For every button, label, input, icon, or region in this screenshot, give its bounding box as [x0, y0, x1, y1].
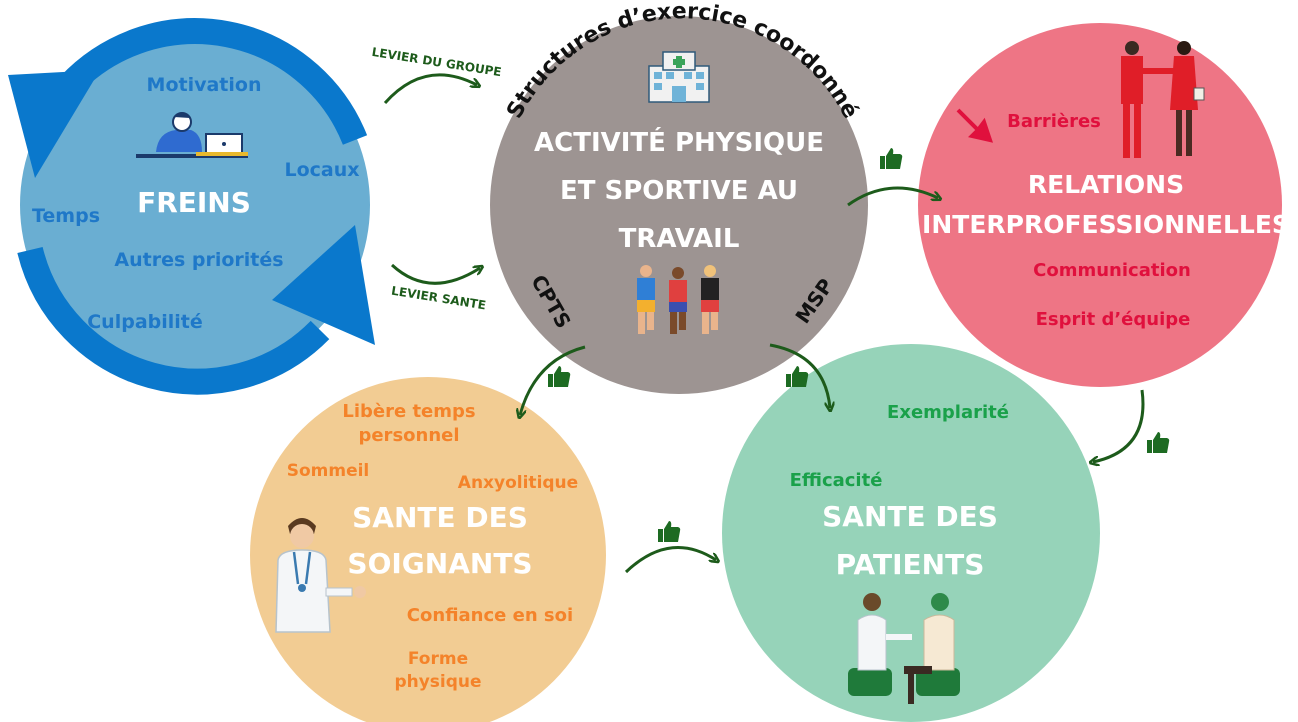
soignants-forme-line1: Forme	[408, 649, 468, 669]
freins-locaux: Locaux	[284, 159, 359, 181]
levier-sante-label: LEVIER SANTE	[390, 284, 487, 313]
patients-exemplarite: Exemplarité	[887, 402, 1009, 423]
runners-icon	[637, 265, 719, 334]
thumbs-up-icon	[1147, 432, 1170, 453]
activite-title-line3: TRAVAIL	[619, 224, 740, 254]
freins-temps: Temps	[32, 205, 100, 227]
activite-title-line2: ET SPORTIVE AU	[560, 176, 798, 206]
patients-efficacite: Efficacité	[790, 470, 883, 491]
consultation-icon	[848, 593, 960, 704]
patients-title-line1: SANTE DES	[822, 500, 998, 533]
soignants-group: Libère temps personnel Sommeil Anxyoliti…	[250, 377, 606, 722]
freins-arrow-bottom	[17, 246, 330, 395]
freins-group: Motivation Locaux Temps Autres priorités…	[8, 18, 375, 395]
person-laptop-icon	[136, 112, 248, 158]
soignants-forme-line2: physique	[394, 672, 481, 692]
thumbs-up-icon	[548, 366, 571, 387]
arrow-levier-sante	[390, 263, 480, 285]
freins-motivation: Motivation	[147, 74, 262, 96]
soignants-sommeil: Sommeil	[287, 461, 370, 481]
freins-autres-priorites: Autres priorités	[114, 249, 283, 271]
relations-esprit: Esprit d’équipe	[1036, 309, 1191, 330]
freins-title: FREINS	[137, 186, 251, 219]
relations-group: Barrières RELATIONS INTERPROFESSIONNELLE…	[918, 23, 1290, 387]
thumbs-up-icon	[658, 521, 681, 542]
relations-communication: Communication	[1033, 260, 1191, 281]
thumbs-up-icon	[786, 366, 809, 387]
freins-arrowhead-right	[272, 225, 375, 345]
barrieres-arrow-icon	[956, 108, 994, 143]
arrow-activite-to-patients	[769, 343, 830, 408]
relations-title-line2: INTERPROFESSIONNELLES	[922, 210, 1290, 239]
soignants-confiance: Confiance en soi	[407, 605, 573, 626]
arrow-activite-to-relations	[847, 186, 938, 207]
soignants-libere-line2: personnel	[358, 425, 459, 446]
arrow-levier-groupe	[383, 73, 477, 104]
soignants-title-line2: SOIGNANTS	[347, 547, 532, 580]
hospital-icon	[648, 51, 710, 103]
arrow-soignants-to-patients	[624, 546, 716, 574]
freins-arrow-top	[60, 18, 368, 145]
patients-title-line2: PATIENTS	[836, 548, 985, 581]
soignants-libere-line1: Libère temps	[342, 401, 475, 422]
relations-circle	[918, 23, 1282, 387]
soignants-title-line1: SANTE DES	[352, 501, 528, 534]
soignants-anxyolitique: Anxyolitique	[458, 473, 578, 493]
freins-culpabilite: Culpabilité	[87, 311, 203, 333]
relations-barrieres: Barrières	[1007, 111, 1101, 132]
activite-circle	[490, 16, 868, 394]
patients-circle	[722, 344, 1100, 722]
freins-arrowhead-left	[8, 70, 100, 178]
activite-group: Structures d’exercice coordonné ACTIVITÉ…	[490, 0, 868, 394]
arrow-activite-to-soignants	[520, 345, 586, 415]
soignants-circle	[250, 377, 606, 722]
relations-title-line1: RELATIONS	[1028, 170, 1184, 199]
activite-title-line1: ACTIVITÉ PHYSIQUE	[534, 126, 824, 158]
thumbs-up-icon	[880, 148, 903, 169]
patients-group: Exemplarité Efficacité SANTE DES PATIENT…	[722, 344, 1100, 722]
handshake-icon	[1121, 41, 1205, 158]
doctor-icon	[275, 518, 366, 633]
arrow-relations-to-patients	[1093, 389, 1145, 462]
